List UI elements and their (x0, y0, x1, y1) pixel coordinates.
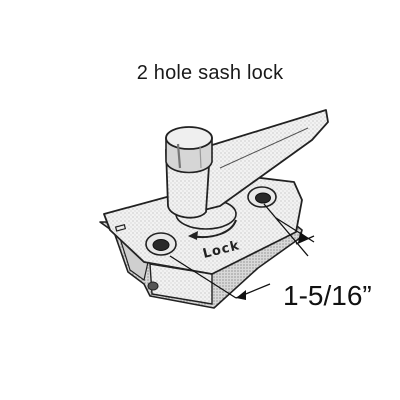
dimension-label: 1-5/16” (283, 280, 372, 311)
handle-knob (165, 126, 213, 174)
right-screw-hole (247, 186, 277, 208)
product-title: 2 hole sash lock (136, 62, 284, 84)
dimension-arrow-left (236, 290, 246, 300)
slot-mark (114, 224, 127, 232)
dimension-arrow-right (298, 232, 308, 243)
lower-screw-hole (147, 281, 159, 291)
left-screw-hole (145, 232, 177, 256)
